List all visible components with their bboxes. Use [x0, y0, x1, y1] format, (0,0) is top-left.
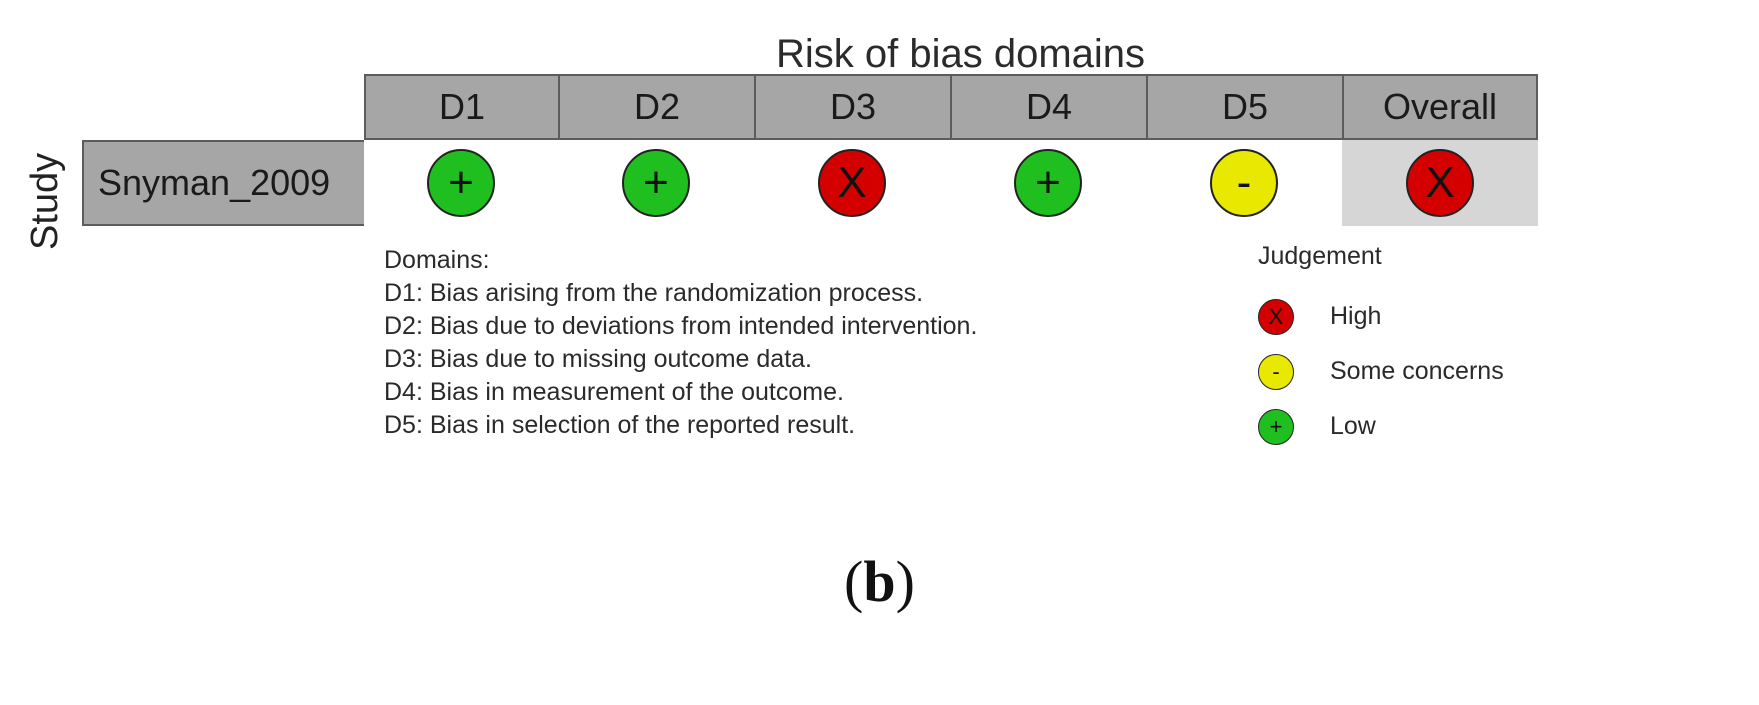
legend-title: Judgement: [1258, 242, 1382, 270]
judgement-high-icon: X: [1406, 149, 1474, 217]
judgement-cell-d5: -: [1146, 140, 1344, 226]
figure-caption: (b): [0, 548, 1759, 615]
legend-label-high: High: [1330, 302, 1382, 330]
legend-item-some-concerns: - Some concerns: [1258, 344, 1504, 399]
column-header-overall: Overall: [1342, 74, 1538, 140]
judgement-low-icon: +: [1014, 149, 1082, 217]
judgement-legend: Judgement X High - Some concerns + Low: [1258, 242, 1504, 454]
caption-open-paren: (: [844, 549, 864, 614]
judgement-high-icon: X: [818, 149, 886, 217]
judgement-cell-d1: +: [364, 140, 560, 226]
legend-label-low: Low: [1330, 412, 1376, 440]
y-axis-label: Study: [24, 152, 66, 250]
domains-title: Domains:: [384, 246, 490, 274]
judgement-cell-d3: X: [754, 140, 952, 226]
judgement-cell-overall: X: [1342, 140, 1538, 226]
judgement-some-concerns-icon: -: [1210, 149, 1278, 217]
legend-item-high: X High: [1258, 289, 1504, 344]
legend-some-concerns-icon: -: [1258, 353, 1294, 390]
domain-description-d5: D5: Bias in selection of the reported re…: [384, 411, 856, 439]
column-header-d3: D3: [754, 74, 952, 140]
domain-description-d1: D1: Bias arising from the randomization …: [384, 279, 924, 307]
column-header-d1: D1: [364, 74, 560, 140]
domain-description-d4: D4: Bias in measurement of the outcome.: [384, 378, 844, 406]
legend-low-icon: +: [1258, 408, 1294, 445]
caption-close-paren: ): [895, 549, 915, 614]
judgement-low-icon: +: [427, 149, 495, 217]
caption-letter: b: [863, 549, 896, 614]
column-header-d4: D4: [950, 74, 1148, 140]
column-header-d5: D5: [1146, 74, 1344, 140]
legend-label-some-concerns: Some concerns: [1330, 357, 1504, 385]
judgement-low-icon: +: [622, 149, 690, 217]
study-label: Snyman_2009: [82, 140, 366, 226]
legend-high-icon: X: [1258, 298, 1294, 335]
judgement-cell-d2: +: [558, 140, 756, 226]
chart-header: Risk of bias domains: [776, 32, 1146, 76]
judgement-cell-d4: +: [950, 140, 1148, 226]
domain-description-d3: D3: Bias due to missing outcome data.: [384, 345, 813, 373]
legend-item-low: + Low: [1258, 399, 1504, 454]
column-header-d2: D2: [558, 74, 756, 140]
domains-key: Domains: D1: Bias arising from the rando…: [384, 244, 977, 442]
domain-description-d2: D2: Bias due to deviations from intended…: [384, 312, 978, 340]
